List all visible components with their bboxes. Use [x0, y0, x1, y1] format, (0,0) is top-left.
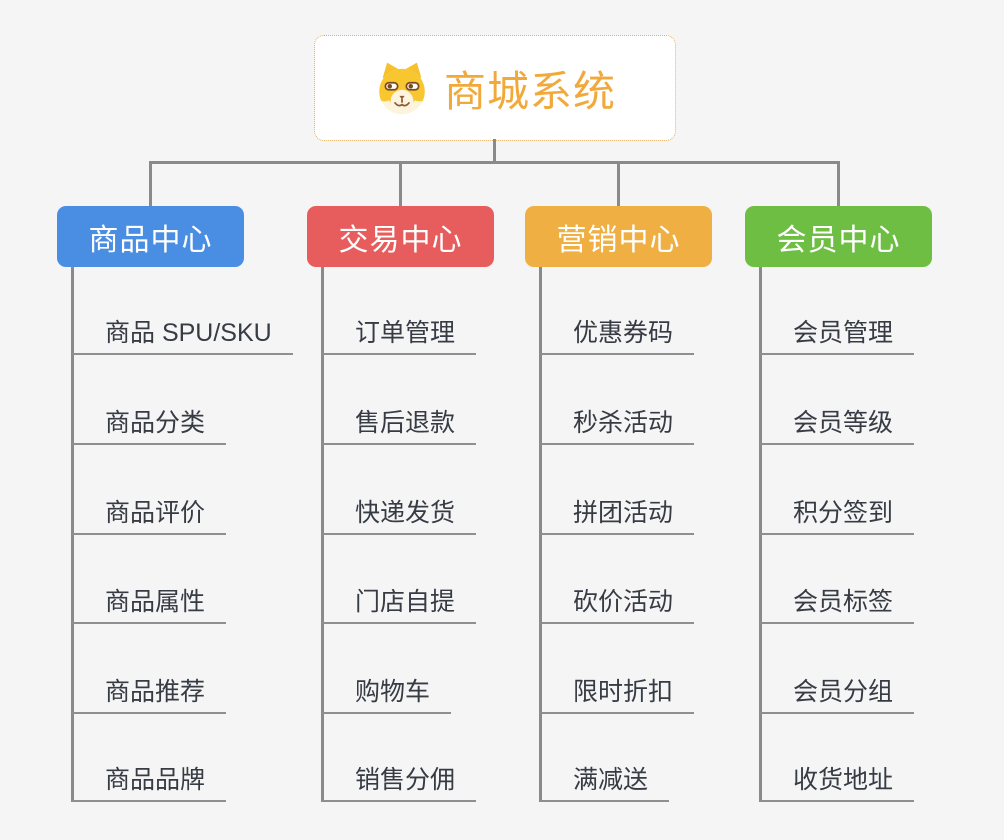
connector-bus [149, 161, 840, 164]
leaf-node[interactable]: 优惠券码 [540, 309, 695, 355]
leaf-node[interactable]: 商品分类 [72, 399, 227, 445]
connector-drop-1 [149, 161, 152, 207]
leaf-node[interactable]: 秒杀活动 [540, 399, 695, 445]
leaf-node[interactable]: 商品品牌 [72, 756, 227, 802]
branch-header-marketing[interactable]: 营销中心 [525, 206, 712, 267]
connector-drop-2 [399, 161, 402, 207]
leaf-node[interactable]: 销售分佣 [322, 756, 477, 802]
leaf-node[interactable]: 门店自提 [322, 578, 477, 624]
leaf-node[interactable]: 限时折扣 [540, 668, 695, 714]
root-node[interactable]: 商城系统 [314, 35, 676, 141]
dog-face-icon [379, 62, 425, 115]
branch-header-members[interactable]: 会员中心 [745, 206, 932, 267]
leaf-node[interactable]: 购物车 [322, 668, 452, 714]
leaf-node[interactable]: 满减送 [540, 756, 670, 802]
leaf-node[interactable]: 会员标签 [760, 578, 915, 624]
branch-header-products[interactable]: 商品中心 [57, 206, 244, 267]
branch-header-trade[interactable]: 交易中心 [307, 206, 494, 267]
leaf-node[interactable]: 积分签到 [760, 489, 915, 535]
leaf-node[interactable]: 订单管理 [322, 309, 477, 355]
leaf-node[interactable]: 商品评价 [72, 489, 227, 535]
connector-drop-4 [837, 161, 840, 207]
leaf-node[interactable]: 商品 SPU/SKU [72, 309, 293, 355]
leaf-node[interactable]: 售后退款 [322, 399, 477, 445]
leaf-node[interactable]: 商品属性 [72, 578, 227, 624]
leaf-node[interactable]: 拼团活动 [540, 489, 695, 535]
leaf-node[interactable]: 会员管理 [760, 309, 915, 355]
connector-drop-3 [617, 161, 620, 207]
leaf-node[interactable]: 快递发货 [322, 489, 477, 535]
leaf-node[interactable]: 商品推荐 [72, 668, 227, 714]
leaf-node[interactable]: 砍价活动 [540, 578, 695, 624]
leaf-node[interactable]: 会员分组 [760, 668, 915, 714]
leaf-node[interactable]: 会员等级 [760, 399, 915, 445]
root-title: 商城系统 [443, 67, 616, 115]
connector-root-stem [493, 139, 496, 164]
leaf-node[interactable]: 收货地址 [760, 756, 915, 802]
